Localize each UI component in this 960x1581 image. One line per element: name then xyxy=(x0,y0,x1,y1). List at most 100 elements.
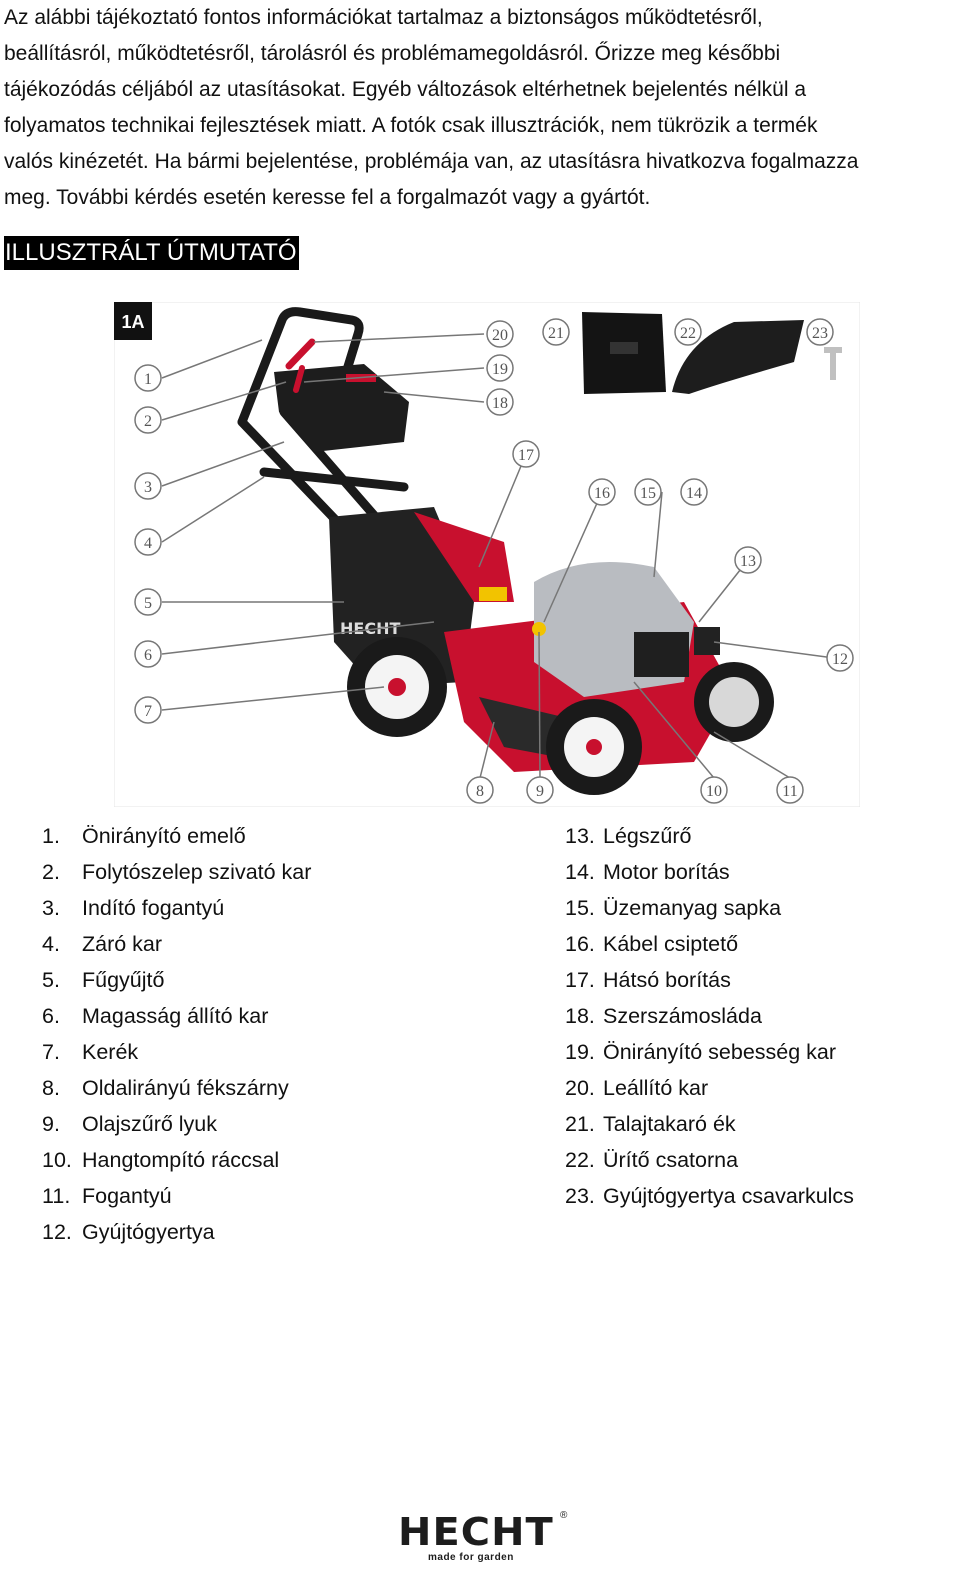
legend-number: 21. xyxy=(565,1112,595,1136)
lawnmower-diagram: 1A HECHT xyxy=(114,302,860,807)
spark-plug-wrench-head xyxy=(824,347,842,353)
parts-legend-left: 1.Önirányító emelő 2.Folytószelep szivat… xyxy=(42,818,311,1250)
legend-number: 15. xyxy=(565,896,595,920)
side-discharge-chute xyxy=(672,320,804,394)
self-propel-lever xyxy=(293,365,305,393)
legend-text: Folytószelep szivató kar xyxy=(82,860,312,884)
callout-6: 6 xyxy=(144,647,152,664)
legend-number: 22. xyxy=(565,1148,595,1172)
lawnmower-illustration: 1A HECHT xyxy=(114,302,860,807)
engine-block xyxy=(634,632,689,677)
deck-logo: HECHT xyxy=(340,619,400,638)
legend-item: 11.Fogantyú xyxy=(42,1178,311,1214)
legend-text: Légszűrő xyxy=(603,824,692,848)
legend-item: 7. Kerék xyxy=(42,1034,311,1070)
legend-number: 6. xyxy=(42,1004,60,1028)
stop-lever xyxy=(285,338,316,370)
legend-text: Hátsó borítás xyxy=(603,968,731,992)
callout-12: 12 xyxy=(832,651,848,668)
callout-14-marker xyxy=(680,478,708,506)
control-box xyxy=(274,364,409,452)
legend-item: 19. Önirányító sebesség kar xyxy=(565,1034,854,1070)
fuel-cap xyxy=(532,622,546,636)
legend-text: Kerék xyxy=(82,1040,139,1064)
legend-number: 18. xyxy=(565,1004,595,1028)
legend-number: 12. xyxy=(42,1220,72,1244)
rear-cover xyxy=(414,512,514,602)
callout-18: 18 xyxy=(492,395,508,412)
legend-item: 8.Oldalirányú fékszárny xyxy=(42,1070,311,1106)
callout-19: 19 xyxy=(492,361,508,378)
callout-13: 13 xyxy=(740,553,756,570)
callout-22: 22 xyxy=(680,325,696,342)
figure-label-box xyxy=(114,302,152,340)
legend-number: 3. xyxy=(42,896,60,920)
legend-item: 21. Talajtakaró ék xyxy=(565,1106,854,1142)
legend-number: 7. xyxy=(42,1040,60,1064)
legend-item: 17. Hátsó borítás xyxy=(565,962,854,998)
legend-text: Magasság állító kar xyxy=(82,1004,269,1028)
intro-line: beállításról, működtetésről, tárolásról … xyxy=(4,42,781,65)
callout-7: 7 xyxy=(144,703,152,720)
callout-9: 9 xyxy=(536,783,544,800)
legend-text: Ürítő csatorna xyxy=(603,1148,739,1172)
section-title: ILLUSZTRÁLT ÚTMUTATÓ xyxy=(4,236,299,270)
legend-text: Szerszámosláda xyxy=(603,1004,762,1028)
callout-numbers: 1 2 3 4 5 6 7 8 9 10 11 12 13 15 16 17 1… xyxy=(144,325,848,800)
legend-item: 18. Szerszámosláda xyxy=(565,998,854,1034)
callout-23: 23 xyxy=(812,325,828,342)
callout-16: 16 xyxy=(594,485,610,502)
legend-item: 13.Légszűrő xyxy=(565,818,854,854)
callout-21: 21 xyxy=(548,325,564,342)
legend-text: Üzemanyag sapka xyxy=(603,896,782,920)
callout-4: 4 xyxy=(144,535,152,552)
legend-number: 2. xyxy=(42,860,60,884)
callout-1: 1 xyxy=(144,371,152,388)
legend-item: 12. Gyújtógyertya xyxy=(42,1214,311,1250)
callout-3: 3 xyxy=(144,479,152,496)
legend-number: 8. xyxy=(42,1076,60,1100)
legend-item: 14. Motor borítás xyxy=(565,854,854,890)
legend-text: Gyújtógyertya xyxy=(82,1220,215,1244)
legend-text: Gyújtógyertya csavarkulcs xyxy=(603,1184,854,1208)
legend-text: Olajszűrő lyuk xyxy=(82,1112,218,1136)
legend-text: Indító fogantyú xyxy=(82,896,225,920)
legend-number: 16. xyxy=(565,932,595,956)
callout-15: 15 xyxy=(640,485,656,502)
intro-line: Az alábbi tájékoztató fontos információk… xyxy=(4,6,763,29)
legend-item: 15. Üzemanyag sapka xyxy=(565,890,854,926)
legend-item: 9. Olajszűrő lyuk xyxy=(42,1106,311,1142)
legend-text: Önirányító emelő xyxy=(82,824,246,848)
legend-number: 14. xyxy=(565,860,595,884)
legend-text: Fűgyűjtő xyxy=(82,968,165,992)
legend-text: Motor borítás xyxy=(603,860,730,884)
spark-plug-wrench xyxy=(830,352,836,380)
intro-line: meg. További kérdés esetén keresse fel a… xyxy=(4,186,651,209)
brand-wordmark: HECHT xyxy=(398,1510,554,1554)
legend-item: 20.Leállító kar xyxy=(565,1070,854,1106)
grass-bag xyxy=(329,507,474,687)
callout-leader-lines xyxy=(161,333,835,779)
legend-text: Önirányító sebesség kar xyxy=(603,1040,837,1064)
callout-5: 5 xyxy=(144,595,152,612)
front-wheel-right xyxy=(694,662,774,742)
legend-number: 5. xyxy=(42,968,60,992)
intro-paragraph: Az alábbi tájékoztató fontos információk… xyxy=(4,0,956,216)
legend-text: Záró kar xyxy=(82,932,163,956)
legend-item: 10.Hangtompító ráccsal xyxy=(42,1142,311,1178)
legend-number: 4. xyxy=(42,932,60,956)
legend-item: 16. Kábel csiptető xyxy=(565,926,854,962)
callout-11: 11 xyxy=(782,783,797,800)
legend-number: 17. xyxy=(565,968,595,992)
callout-20: 20 xyxy=(492,327,508,344)
legend-number: 19. xyxy=(565,1040,595,1064)
legend-number: 9. xyxy=(42,1112,60,1136)
legend-text: Leállító kar xyxy=(603,1076,709,1100)
legend-text: Kábel csiptető xyxy=(603,932,739,956)
legend-item: 23.Gyújtógyertya csavarkulcs xyxy=(565,1178,854,1214)
intro-line: folyamatos technikai fejlesztések miatt.… xyxy=(4,114,818,137)
legend-text: Talajtakaró ék xyxy=(603,1112,736,1136)
callout-markers xyxy=(134,318,854,804)
callout-14: 14 xyxy=(686,485,702,502)
rear-wheel xyxy=(347,637,447,737)
